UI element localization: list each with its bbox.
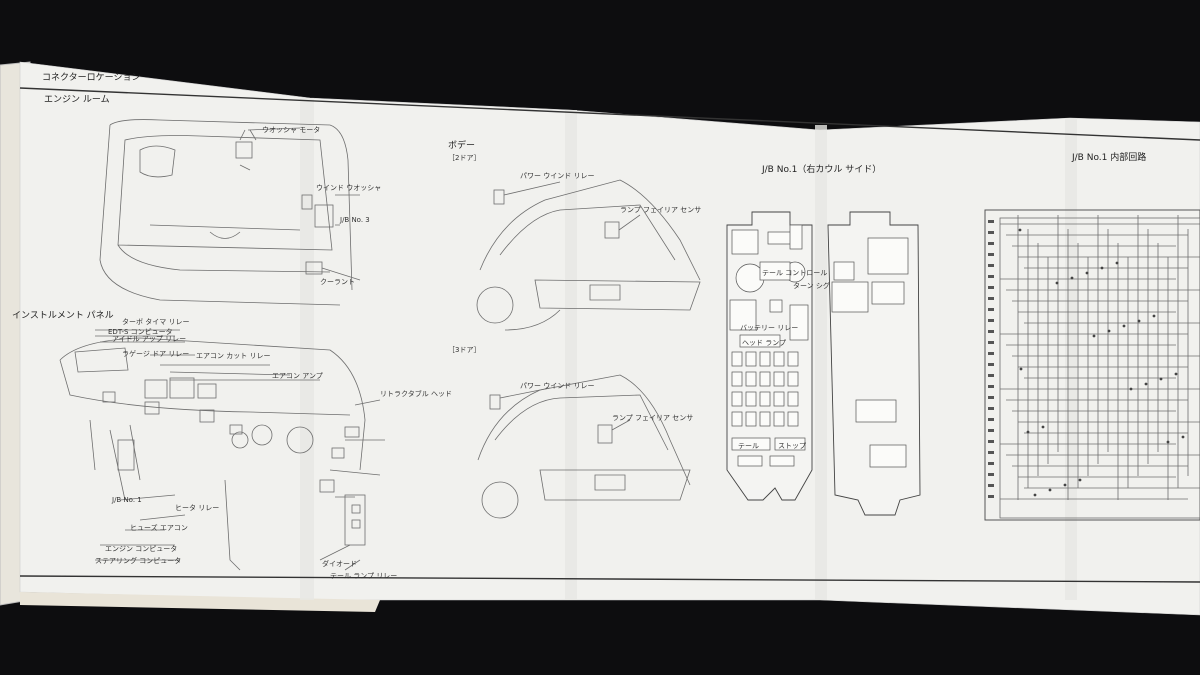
circuit-node xyxy=(1181,435,1185,439)
svg-text:エンジン コンピュータ: エンジン コンピュータ xyxy=(105,544,177,553)
instrument-panel-callouts: ターボ タイマ リレー EDT-S コンピュータ アイドル アップ リレー エア… xyxy=(95,317,452,580)
circuit-terminal xyxy=(988,363,994,366)
body-3door-label: ［3ドア］ xyxy=(448,346,480,354)
circuit-node xyxy=(1078,478,1082,482)
circuit-node xyxy=(1129,387,1133,391)
circuit-node xyxy=(1033,493,1037,497)
circuit-terminal xyxy=(988,440,994,443)
circuit-terminal xyxy=(988,484,994,487)
svg-text:ダイオード: ダイオード xyxy=(322,559,357,568)
body-2door-drawing xyxy=(476,179,701,331)
circuit-terminal xyxy=(988,374,994,377)
jb-rear-box xyxy=(827,211,921,516)
circuit-node xyxy=(1041,425,1045,429)
body-title: ボデー xyxy=(448,139,475,151)
engine-callout-4: クーラント xyxy=(320,278,355,286)
circuit-terminal xyxy=(988,286,994,289)
body-3door-drawing xyxy=(477,374,691,519)
circuit-node xyxy=(1063,483,1067,487)
circuit-terminal xyxy=(988,418,994,421)
circuit-terminal xyxy=(988,275,994,278)
circuit-terminal xyxy=(988,407,994,410)
circuit-terminal xyxy=(988,385,994,388)
jb-relay-label-3: バッテリー リレー xyxy=(740,324,798,332)
circuit-node xyxy=(1115,261,1119,265)
circuit-node xyxy=(1144,382,1148,386)
engine-room-title: エンジン ルーム xyxy=(44,94,110,105)
circuit-node xyxy=(1122,324,1126,328)
circuit-node xyxy=(1100,266,1104,270)
circuit-terminal xyxy=(988,462,994,465)
svg-text:ヒューズ エアコン: ヒューズ エアコン xyxy=(130,523,188,532)
circuit-terminal xyxy=(988,297,994,300)
engine-callout-1: ウオッシャ モータ xyxy=(262,125,320,134)
jb-internal-circuit xyxy=(984,209,1200,521)
circuit-terminal xyxy=(988,253,994,256)
svg-text:エアコン アンプ: エアコン アンプ xyxy=(272,372,323,380)
jb-right-title: J/B No.1（右カウル サイド） xyxy=(761,163,881,175)
circuit-node xyxy=(1152,314,1156,318)
circuit-terminal xyxy=(988,352,994,355)
circuit-terminal xyxy=(988,451,994,454)
svg-text:ステアリング コンピュータ: ステアリング コンピュータ xyxy=(95,556,181,565)
jb-internal-title: J/B No.1 内部回路 xyxy=(1071,151,1146,163)
circuit-terminal xyxy=(988,319,994,322)
section-title: コネクターロケーション xyxy=(42,72,140,83)
circuit-terminal xyxy=(988,341,994,344)
circuit-node xyxy=(1174,372,1178,376)
circuit-node xyxy=(1070,276,1074,280)
body-2door-label: ［2ドア］ xyxy=(448,154,480,162)
jb-relay-label-6: ストップ xyxy=(778,442,806,450)
circuit-terminal xyxy=(988,495,994,498)
jb-relay-label-4: ヘッド ランプ xyxy=(742,339,786,347)
jb-relay-label-1: テール コントロール xyxy=(762,269,827,277)
instrument-panel-drawing xyxy=(59,329,385,571)
svg-text:ラゲージ ドア リレー: ラゲージ ドア リレー xyxy=(122,349,189,358)
circuit-terminal xyxy=(988,264,994,267)
circuit-terminal xyxy=(988,429,994,432)
foldout-sheet xyxy=(19,61,1200,616)
circuit-node xyxy=(1107,329,1111,333)
svg-text:テール ランプ リレー: テール ランプ リレー xyxy=(330,572,397,580)
lower-page-edge xyxy=(20,592,380,612)
svg-text:ターボ タイマ リレー: ターボ タイマ リレー xyxy=(122,317,189,326)
circuit-node xyxy=(1166,440,1170,444)
instrument-panel-title: インストルメント パネル xyxy=(12,310,114,321)
circuit-node xyxy=(1092,334,1096,338)
body-2door-callout-1: パワー ウインド リレー xyxy=(520,172,594,180)
svg-text:J/B No. 1: J/B No. 1 xyxy=(111,496,142,504)
circuit-terminal xyxy=(988,308,994,311)
circuit-node xyxy=(1019,367,1023,371)
engine-room-drawing xyxy=(99,119,361,306)
circuit-terminal xyxy=(988,396,994,399)
svg-text:リトラクタブル ヘッド: リトラクタブル ヘッド xyxy=(380,389,452,398)
circuit-node xyxy=(1159,377,1163,381)
circuit-node xyxy=(1055,281,1059,285)
circuit-terminal xyxy=(988,231,994,234)
jb-front-box xyxy=(726,211,813,501)
svg-text:EDT-S コンピュータ: EDT-S コンピュータ xyxy=(108,327,173,336)
circuit-terminal xyxy=(988,242,994,245)
circuit-node xyxy=(1026,430,1030,434)
circuit-terminal xyxy=(988,330,994,333)
svg-text:エアコン カット リレー: エアコン カット リレー xyxy=(196,352,270,360)
svg-text:アイドル アップ リレー: アイドル アップ リレー xyxy=(112,335,186,343)
circuit-node xyxy=(1018,228,1022,232)
engine-callout-3: J/B No. 3 xyxy=(339,216,370,224)
circuit-node xyxy=(1137,319,1141,323)
jb-relay-label-5: テール xyxy=(738,442,759,450)
circuit-node xyxy=(1048,488,1052,492)
circuit-node xyxy=(1085,271,1089,275)
engine-callout-2: ウインド ウオッシャ xyxy=(316,184,381,192)
svg-text:ヒータ リレー: ヒータ リレー xyxy=(175,503,219,512)
circuit-terminal xyxy=(988,220,994,223)
body-3door-callout-1: パワー ウインド リレー xyxy=(520,382,594,390)
body-3door-callout-2: ランプ フェイリア センサ xyxy=(612,414,693,422)
circuit-terminal xyxy=(988,473,994,476)
body-2door-callout-2: ランプ フェイリア センサ xyxy=(620,206,701,214)
